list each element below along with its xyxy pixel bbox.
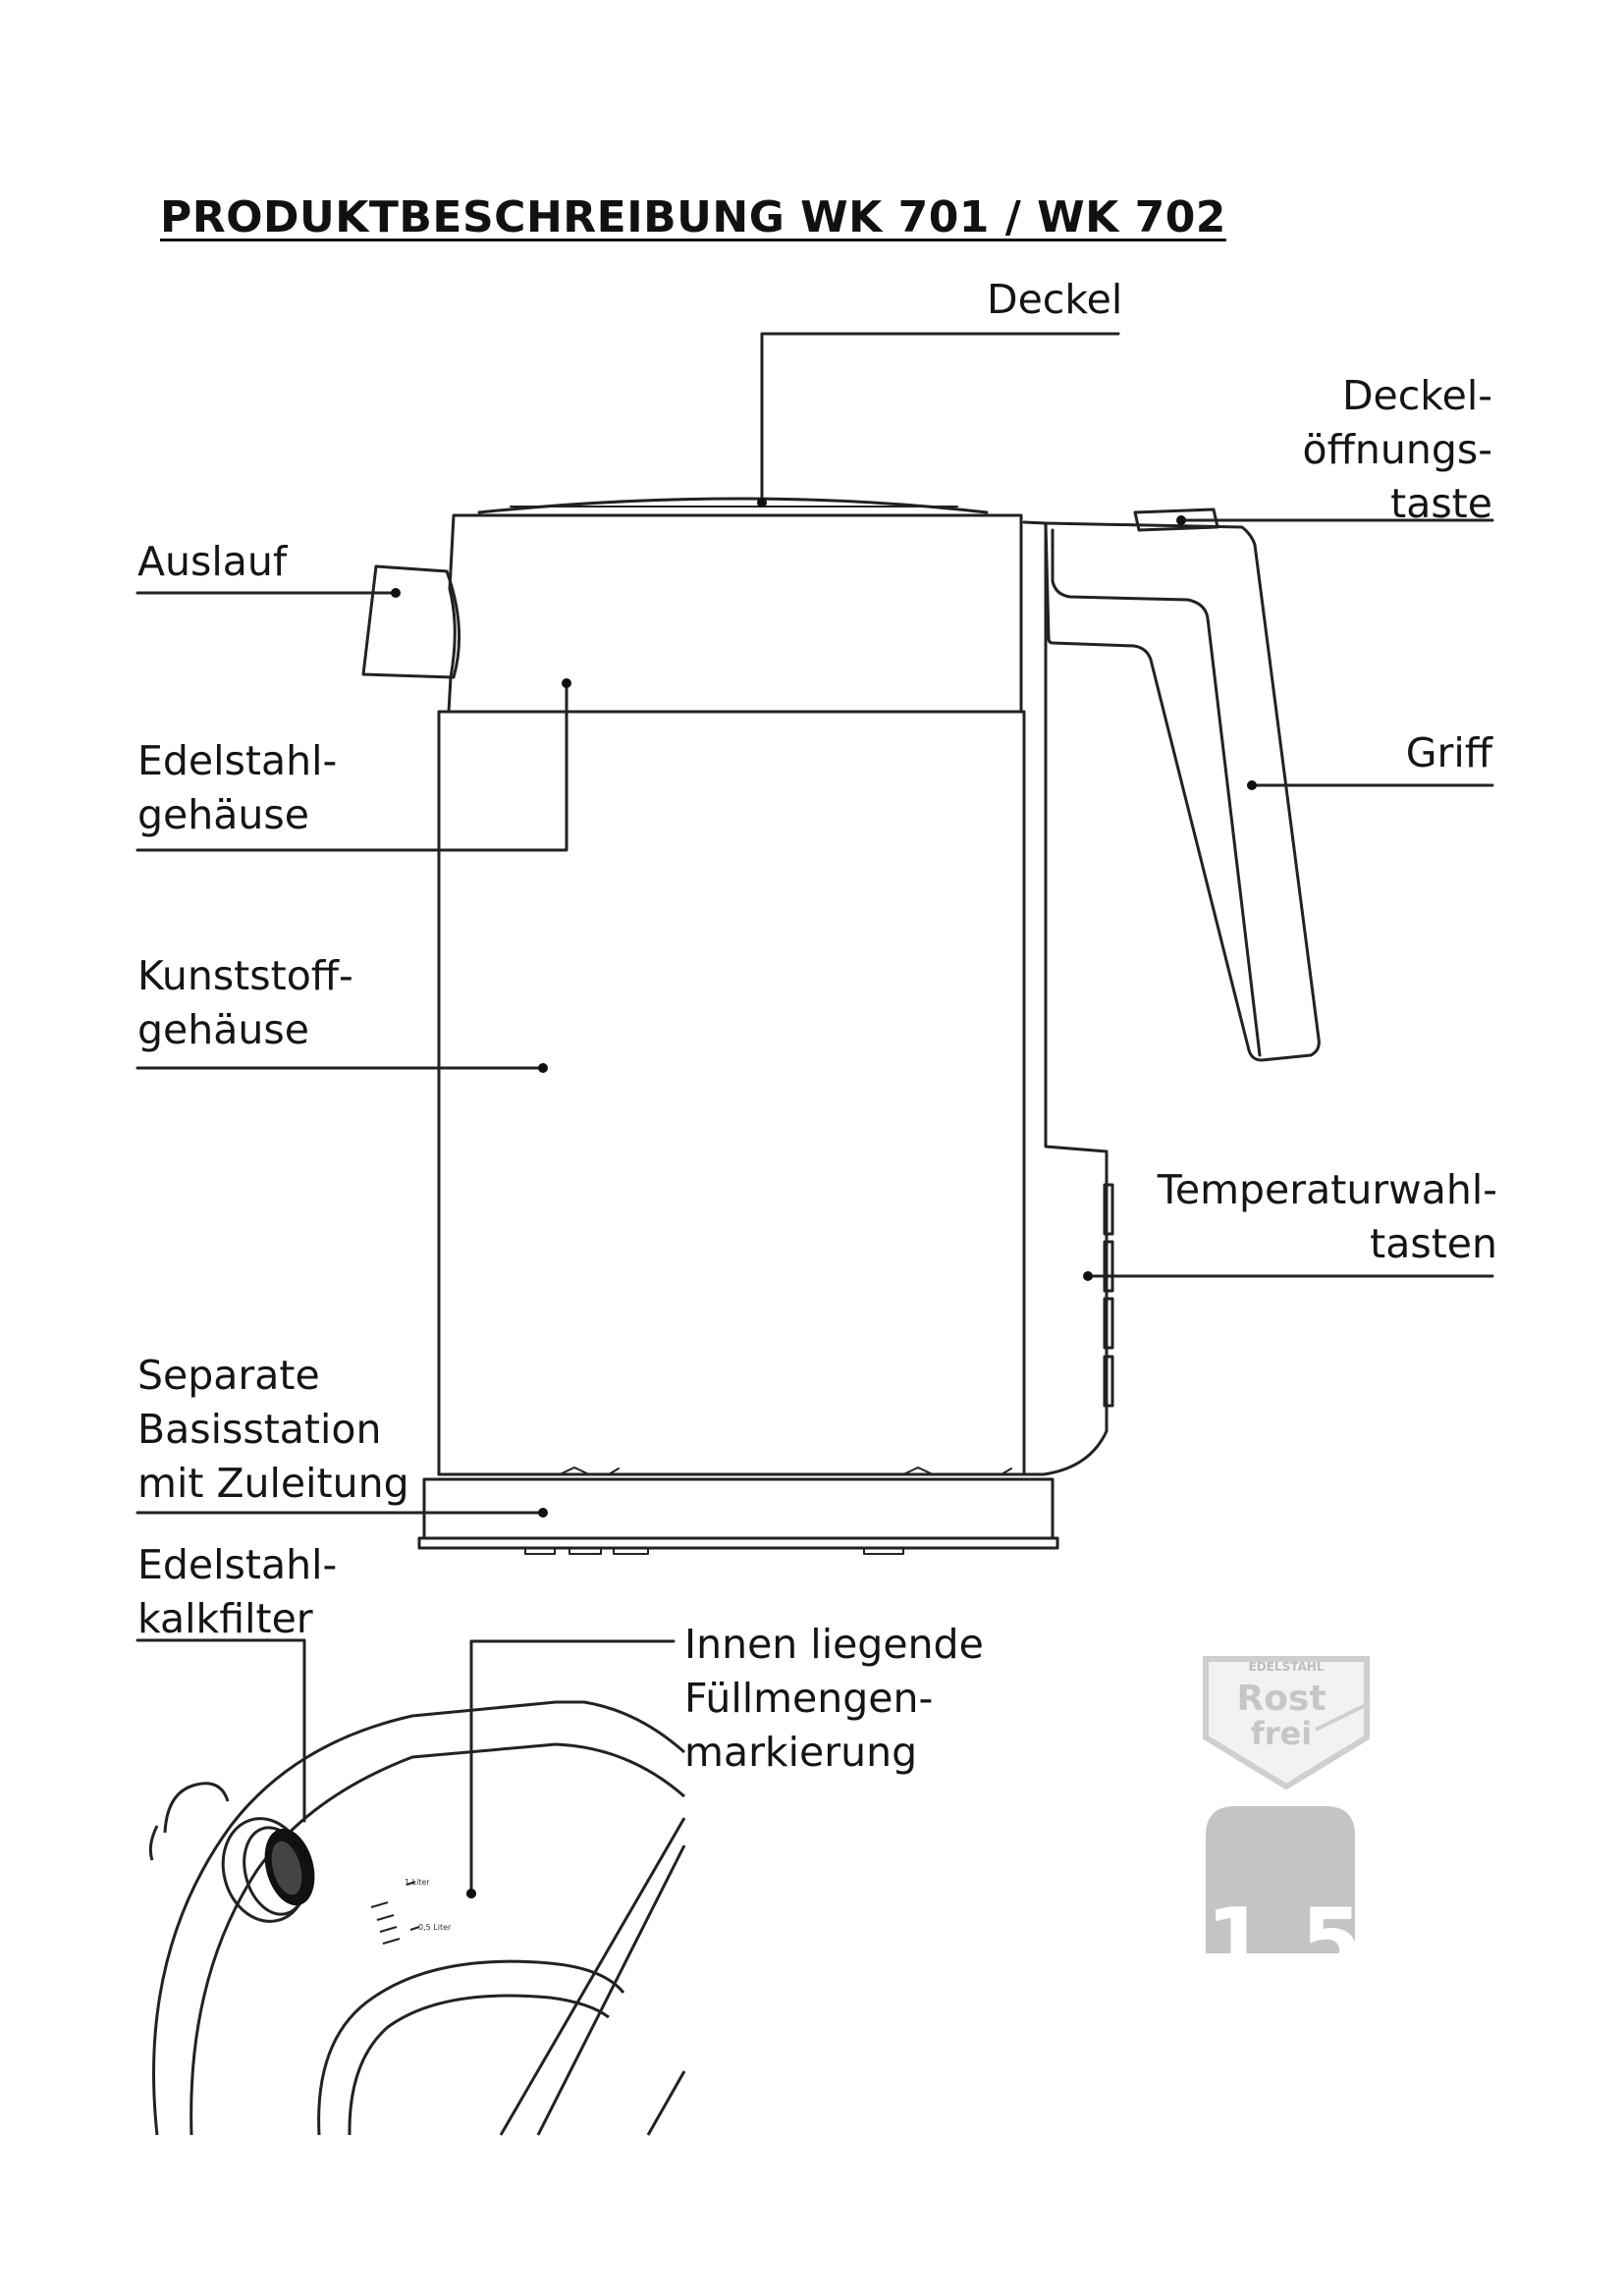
label-basisstation: Separate Basisstation mit Zuleitung — [137, 1352, 409, 1507]
kettle-spout — [361, 564, 461, 679]
capacity-badge: 1,5l — [1206, 1806, 1392, 1993]
label-temperaturwahltasten: Temperaturwahl- tasten — [1157, 1166, 1497, 1267]
leader-kalkfilter — [135, 1638, 306, 1823]
label-auslauf: Auslauf — [137, 538, 288, 585]
label-deckel: Deckel — [987, 276, 1123, 323]
base-station — [422, 1477, 1055, 1540]
temp-button-1 — [1103, 1183, 1114, 1236]
kettle-lower-body — [437, 710, 1026, 1476]
leader-edelstahlgehaeuse — [135, 681, 568, 852]
label-kalkfilter: Edelstahl- kalkfilter — [137, 1541, 338, 1642]
label-edelstahlgehaeuse: Edelstahl- gehäuse — [137, 737, 338, 838]
leader-deckel — [760, 332, 1120, 505]
temp-button-2 — [1103, 1240, 1114, 1293]
rostfrei-line1: Rost — [1236, 1679, 1326, 1719]
capacity-text: 1,5l — [1206, 1890, 1392, 1993]
label-kunststoffgehaeuse: Kunststoff- gehäuse — [137, 952, 353, 1053]
interior-view — [148, 1700, 686, 2136]
leader-fuellmengen — [469, 1639, 676, 1896]
rostfrei-top-text: EDELSTAHL — [1249, 1660, 1325, 1674]
kettle-handle — [1044, 521, 1321, 1062]
kettle-upper-body — [447, 513, 1023, 714]
rostfrei-line2: frei — [1251, 1715, 1312, 1752]
temp-button-3 — [1103, 1297, 1114, 1350]
scale-mark-max: 1 Liter — [405, 1878, 430, 1887]
rostfrei-badge: EDELSTAHL Rost frei — [1203, 1656, 1371, 1790]
page-title: PRODUKTBESCHREIBUNG WK 701 / WK 702 — [160, 192, 1226, 242]
lid-release-button — [1133, 507, 1219, 532]
scale-mark-min: 0,5 Liter — [418, 1923, 452, 1932]
temp-button-4 — [1103, 1355, 1114, 1408]
kettle-side-housing — [1022, 520, 1109, 1476]
label-fuellmengen: Innen liegende Füllmengen- markierung — [684, 1621, 984, 1776]
label-griff: Griff — [1405, 729, 1492, 776]
